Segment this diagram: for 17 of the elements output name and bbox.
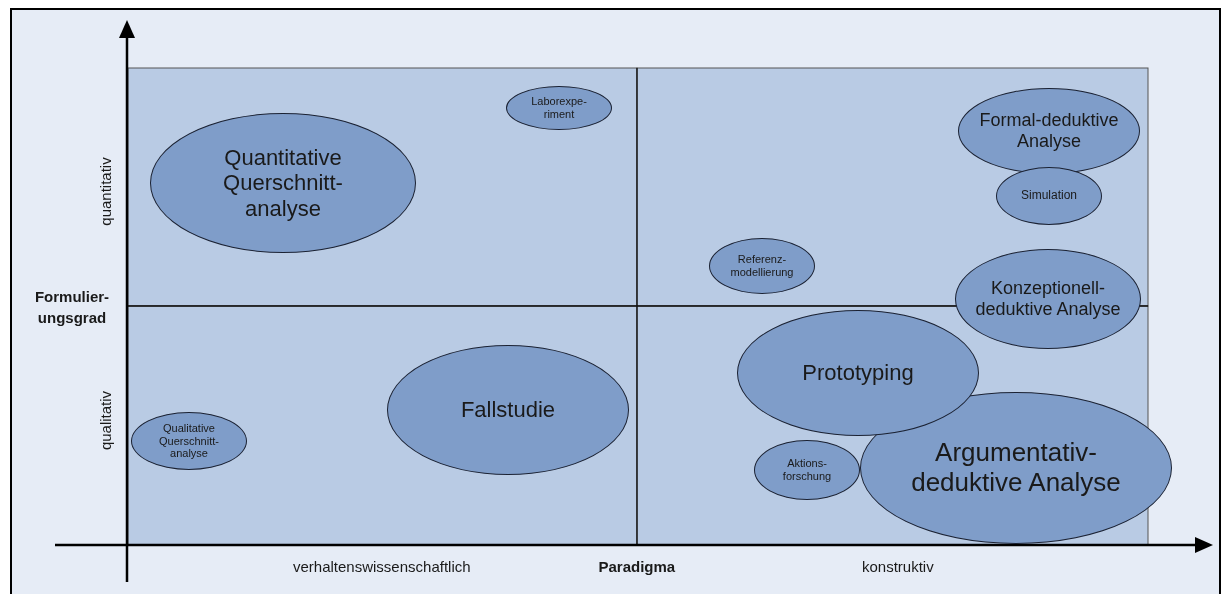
axis-value-label: quantitativ (96, 156, 114, 226)
method-label: Simulation (1020, 189, 1078, 203)
method-label: Prototyping (801, 360, 915, 386)
method-label: Referenz- modellierung (729, 253, 795, 279)
method-label: Qualitative Querschnitt- analyse (158, 422, 220, 460)
axis-value-label: konstruktiv (862, 557, 934, 575)
method-label: Laborexpe- riment (530, 95, 588, 121)
method-label: Fallstudie (459, 397, 557, 423)
method-label: Konzeptionell- deduktive Analyse (974, 278, 1122, 320)
method-label: Quantitative Querschnitt- analyse (222, 145, 344, 221)
axis-title: Formulier- ungsgrad (33, 287, 111, 328)
method-label: Formal-deduktive Analyse (978, 110, 1120, 152)
method-label: Argumentativ- deduktive Analyse (910, 438, 1122, 498)
axis-value-label: verhaltenswissenschaftlich (293, 557, 471, 575)
axis-title: Paradigma (598, 557, 676, 575)
axis-value-label: qualitativ (96, 390, 114, 450)
method-label: Aktions- forschung (781, 457, 833, 483)
